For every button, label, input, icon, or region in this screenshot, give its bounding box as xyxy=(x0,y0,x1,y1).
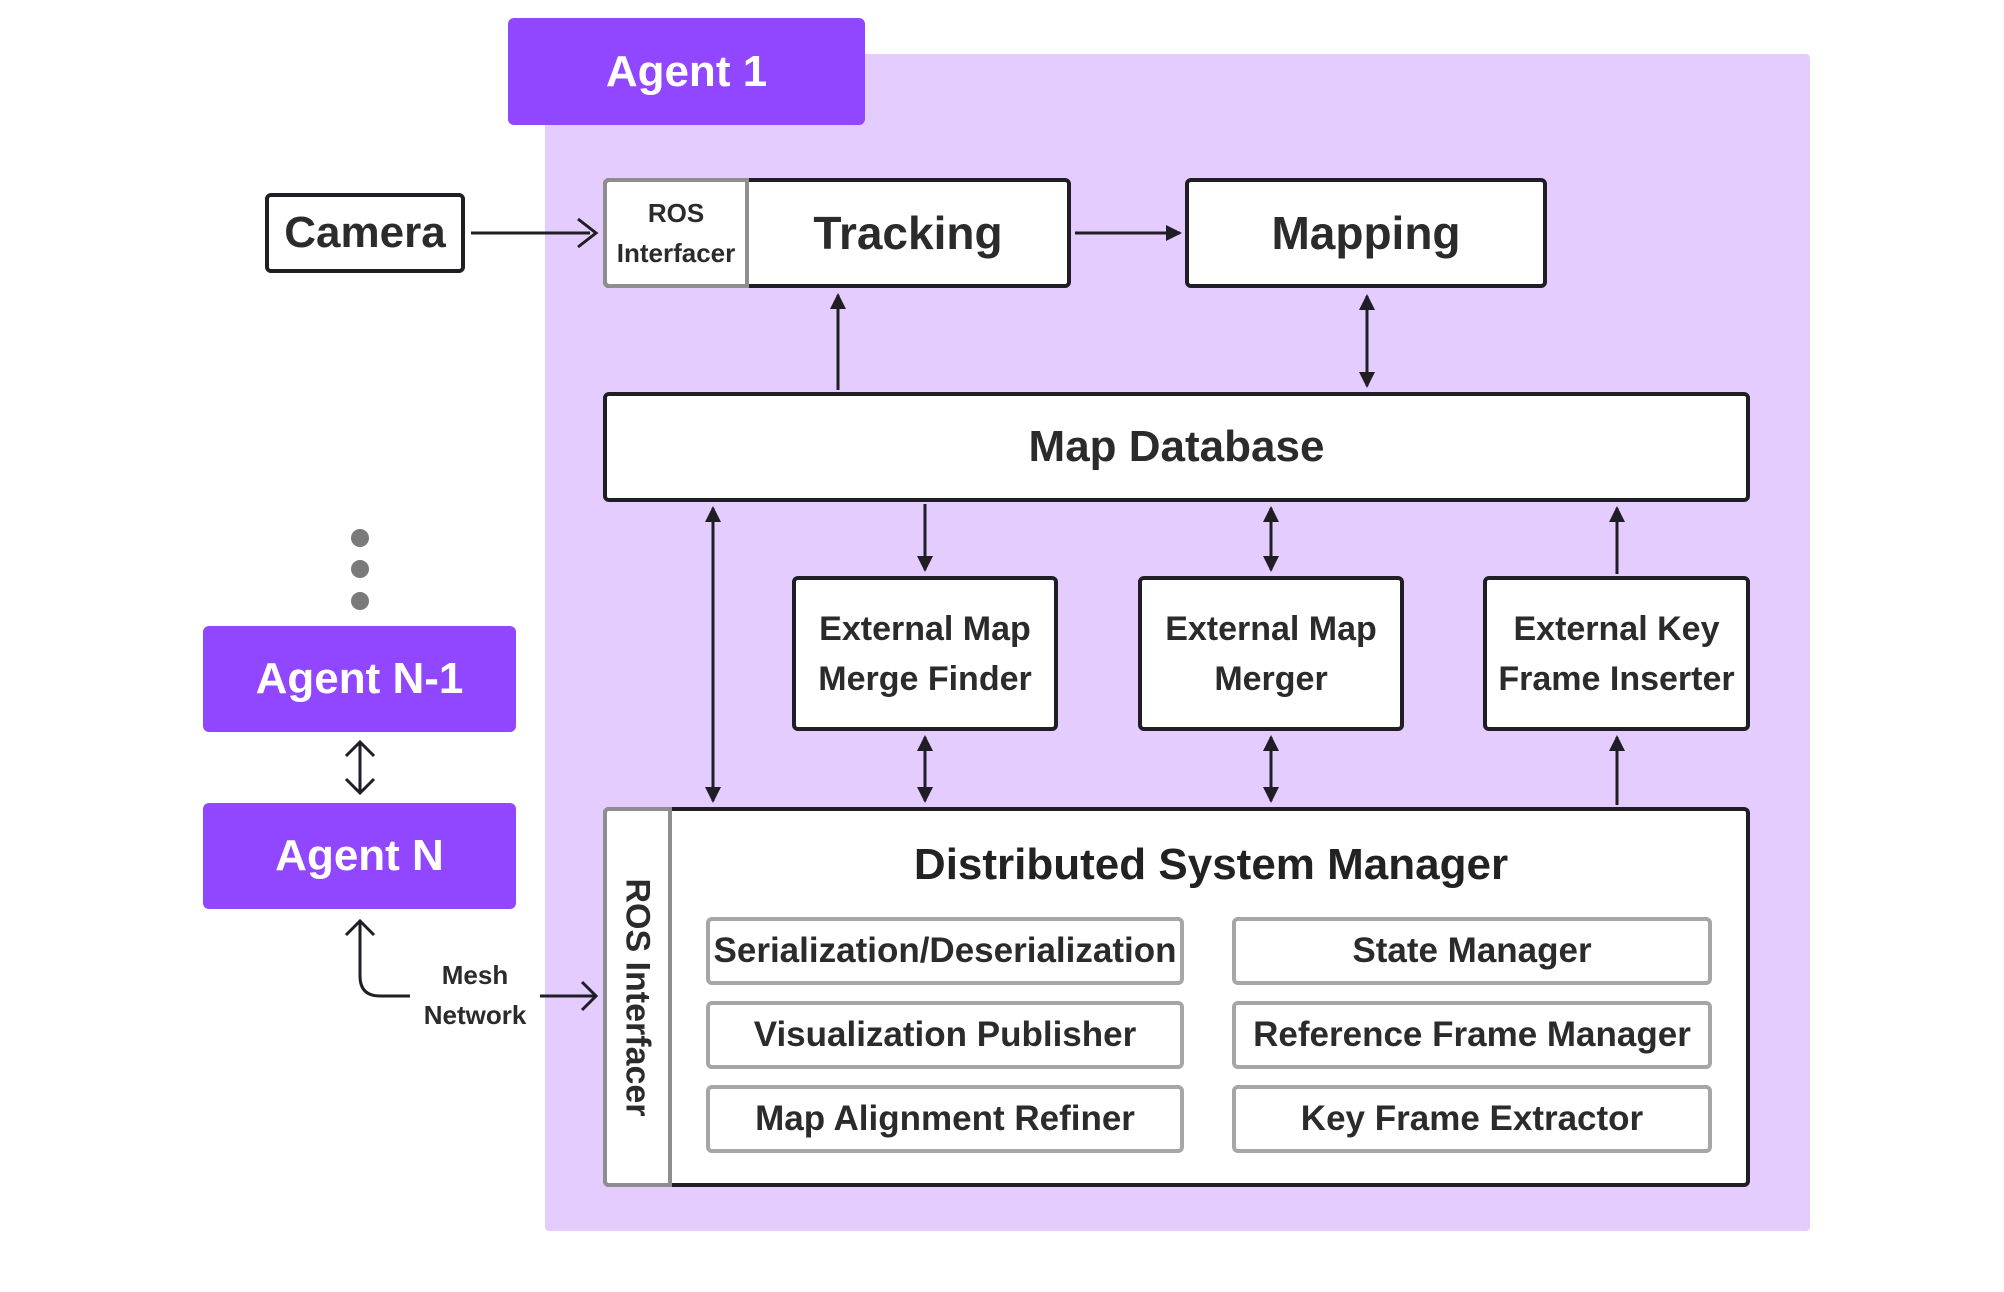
dsm-ros-interfacer xyxy=(603,807,672,1187)
external-keyframe-inserter-box: External Key Frame Inserter xyxy=(1483,576,1750,731)
external-map-merge-finder-box: External Map Merge Finder xyxy=(792,576,1058,731)
mapping-box: Mapping xyxy=(1185,178,1547,288)
serialization-deserialization-box: Serialization/Deserialization xyxy=(706,917,1184,985)
state-manager-box: State Manager xyxy=(1232,917,1712,985)
dsm-title: Distributed System Manager xyxy=(913,840,1509,889)
mesh-to-agent-n-arrow xyxy=(344,918,410,998)
agent-n-minus-1-box: Agent N-1 xyxy=(203,626,516,732)
reference-frame-manager-box: Reference Frame Manager xyxy=(1232,1001,1712,1069)
camera-box: Camera xyxy=(265,193,465,273)
key-frame-extractor-box: Key Frame Extractor xyxy=(1232,1085,1712,1153)
agent1-title: Agent 1 xyxy=(508,18,865,125)
camera-to-tracking-arrow xyxy=(471,217,599,249)
tracking-label: Tracking xyxy=(813,207,1003,259)
agent-n-box: Agent N xyxy=(203,803,516,909)
mesh-to-dsm-arrow xyxy=(540,980,599,1012)
tracking-ros-frame xyxy=(603,178,749,288)
map-alignment-refiner-box: Map Alignment Refiner xyxy=(706,1085,1184,1153)
visualization-publisher-box: Visualization Publisher xyxy=(706,1001,1184,1069)
tracking-box: ROS Interfacer Tracking xyxy=(603,178,1071,288)
mesh-network-label: Mesh Network xyxy=(423,960,527,1030)
agents-bidirectional-arrow xyxy=(344,739,376,796)
ellipsis-dots xyxy=(351,529,369,610)
external-map-merger-box: External Map Merger xyxy=(1138,576,1404,731)
map-database-box: Map Database xyxy=(603,392,1750,502)
tracking-ros-interfacer: ROS Interfacer xyxy=(607,182,749,284)
